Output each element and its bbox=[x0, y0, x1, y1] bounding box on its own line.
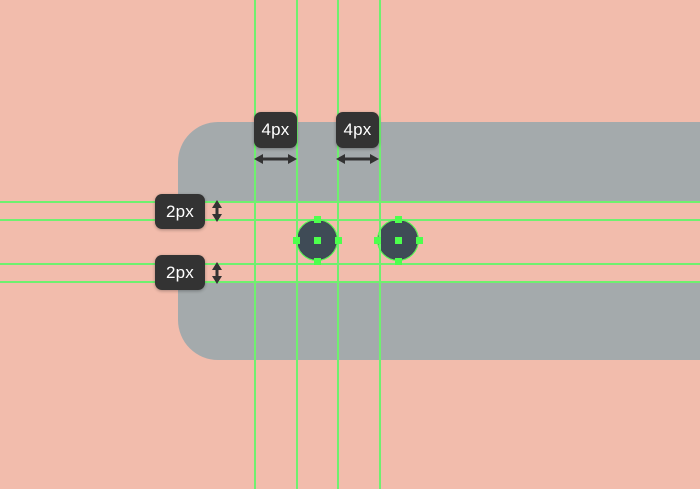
guide-horizontal-3[interactable] bbox=[0, 263, 700, 265]
circle-right-handle-bottom[interactable] bbox=[394, 257, 402, 265]
guide-vertical-1[interactable] bbox=[254, 0, 256, 489]
measurement-label-2px-upper[interactable]: 2px bbox=[155, 194, 205, 229]
measurement-label-4px-second[interactable]: 4px bbox=[336, 112, 379, 148]
circle-left-handle-right[interactable] bbox=[334, 236, 342, 244]
salmon-band-shape[interactable] bbox=[178, 201, 700, 281]
circle-right-handle-left[interactable] bbox=[373, 236, 381, 244]
circle-left-handle-bottom[interactable] bbox=[313, 257, 321, 265]
circle-left-handle-left[interactable] bbox=[292, 236, 300, 244]
measurement-label-4px-first[interactable]: 4px bbox=[254, 112, 297, 148]
measurement-label-2px-lower[interactable]: 2px bbox=[155, 255, 205, 290]
circle-right-handle-center[interactable] bbox=[394, 236, 402, 244]
circle-right-handle-top[interactable] bbox=[394, 215, 402, 223]
guide-vertical-3[interactable] bbox=[337, 0, 339, 489]
salmon-band-left-extension bbox=[0, 201, 180, 281]
guide-horizontal-2[interactable] bbox=[0, 219, 700, 221]
circle-left-handle-center[interactable] bbox=[313, 236, 321, 244]
guide-horizontal-1[interactable] bbox=[0, 201, 700, 203]
guide-horizontal-4[interactable] bbox=[0, 281, 700, 283]
circle-right-handle-right[interactable] bbox=[415, 236, 423, 244]
circle-left-handle-top[interactable] bbox=[313, 215, 321, 223]
